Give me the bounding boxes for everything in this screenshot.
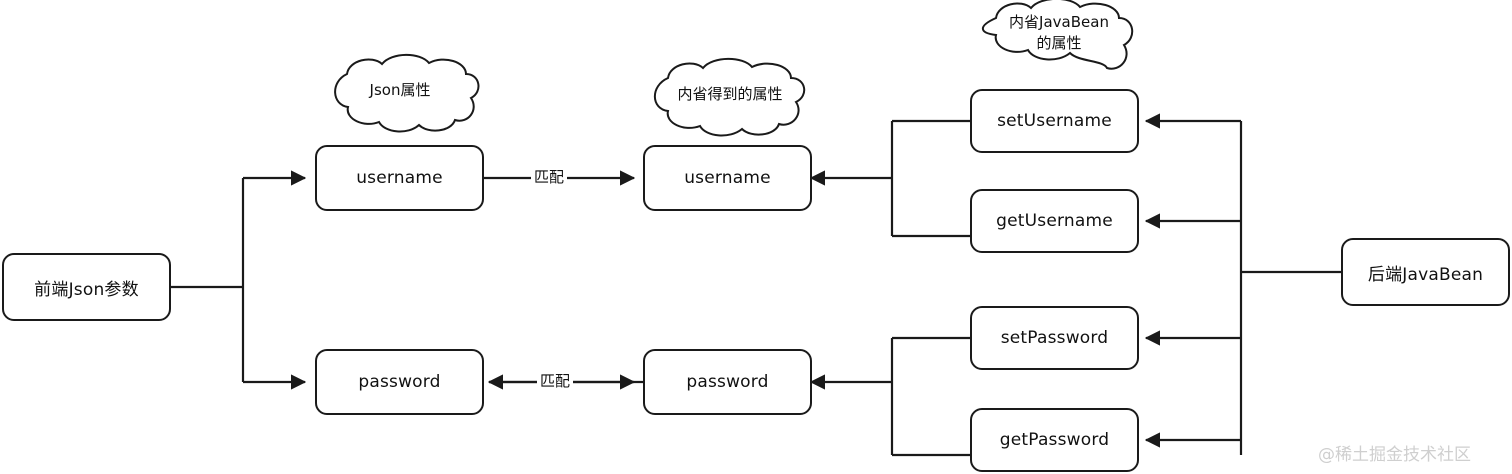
node-frontend-json[interactable]: 前端Json参数 (2, 253, 171, 321)
node-backend-javabean[interactable]: 后端JavaBean (1341, 238, 1510, 306)
node-get-username[interactable]: getUsername (970, 189, 1139, 253)
watermark: @稀土掘金技术社区 (1318, 445, 1471, 465)
cloud-json-property-shape (334, 53, 480, 133)
node-json-username[interactable]: username (315, 145, 484, 211)
node-introspected-username[interactable]: username (643, 145, 812, 211)
edge-label-match-password: 匹配 (537, 370, 574, 391)
node-set-password[interactable]: setPassword (970, 306, 1139, 370)
node-introspected-password[interactable]: password (643, 349, 812, 415)
cloud-introspected-property-shape (653, 57, 806, 137)
node-json-password[interactable]: password (315, 349, 484, 415)
cloud-javabean-property-shape (981, 0, 1134, 70)
node-set-username[interactable]: setUsername (970, 89, 1139, 153)
cloud-shapes (334, 0, 1134, 137)
node-get-password[interactable]: getPassword (970, 408, 1139, 472)
edge-label-match-username: 匹配 (531, 166, 568, 187)
